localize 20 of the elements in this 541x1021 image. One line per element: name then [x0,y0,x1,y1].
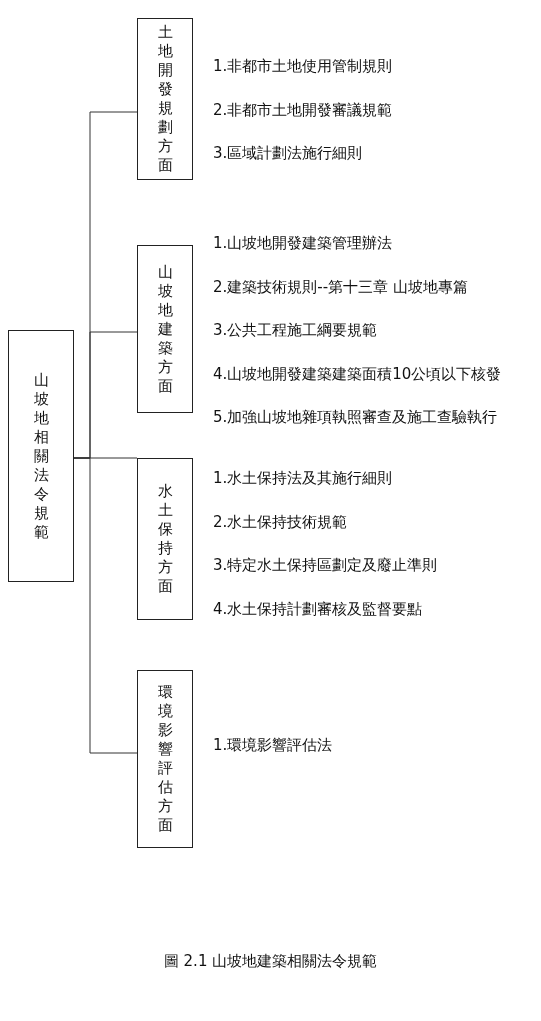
regulation-item: 3.特定水土保持區劃定及廢止準則 [213,555,439,576]
figure-caption: 圖 2.1 山坡地建築相關法令規範 [163,952,378,970]
regulation-item: 4.水土保持計劃審核及監督要點 [213,598,424,619]
regulation-item: 1.環境影響評估法 [213,735,334,755]
category-box: 水土保持方面 [137,458,193,620]
category-box: 土地開發規劃方面 [137,18,193,180]
category-box: 山坡地建築方面 [137,245,193,413]
regulation-item: 4.山坡地開發建築建築面積10公頃以下核發 [213,363,503,384]
root-box: 山坡地相關法令規範 [8,330,74,582]
regulation-item: 5.加強山坡地雜項執照審查及施工查驗執行 [213,407,499,428]
regulation-item: 2.建築技術規則--第十三章 山坡地專篇 [213,276,469,297]
regulation-item: 1.水土保持法及其施行細則 [213,468,394,488]
regulation-item: 2.水土保持技術規範 [213,511,349,532]
regulation-item: 2.非都市土地開發審議規範 [213,99,394,120]
regulation-item: 3.區域計劃法施行細則 [213,143,364,164]
connector-line [73,457,138,754]
regulation-item: 1.山坡地開發建築管理辦法 [213,233,394,253]
regulation-item: 1.非都市土地使用管制規則 [213,56,394,76]
category-box: 環境影響評估方面 [137,670,193,848]
regulation-item: 3.公共工程施工綱要規範 [213,320,379,341]
